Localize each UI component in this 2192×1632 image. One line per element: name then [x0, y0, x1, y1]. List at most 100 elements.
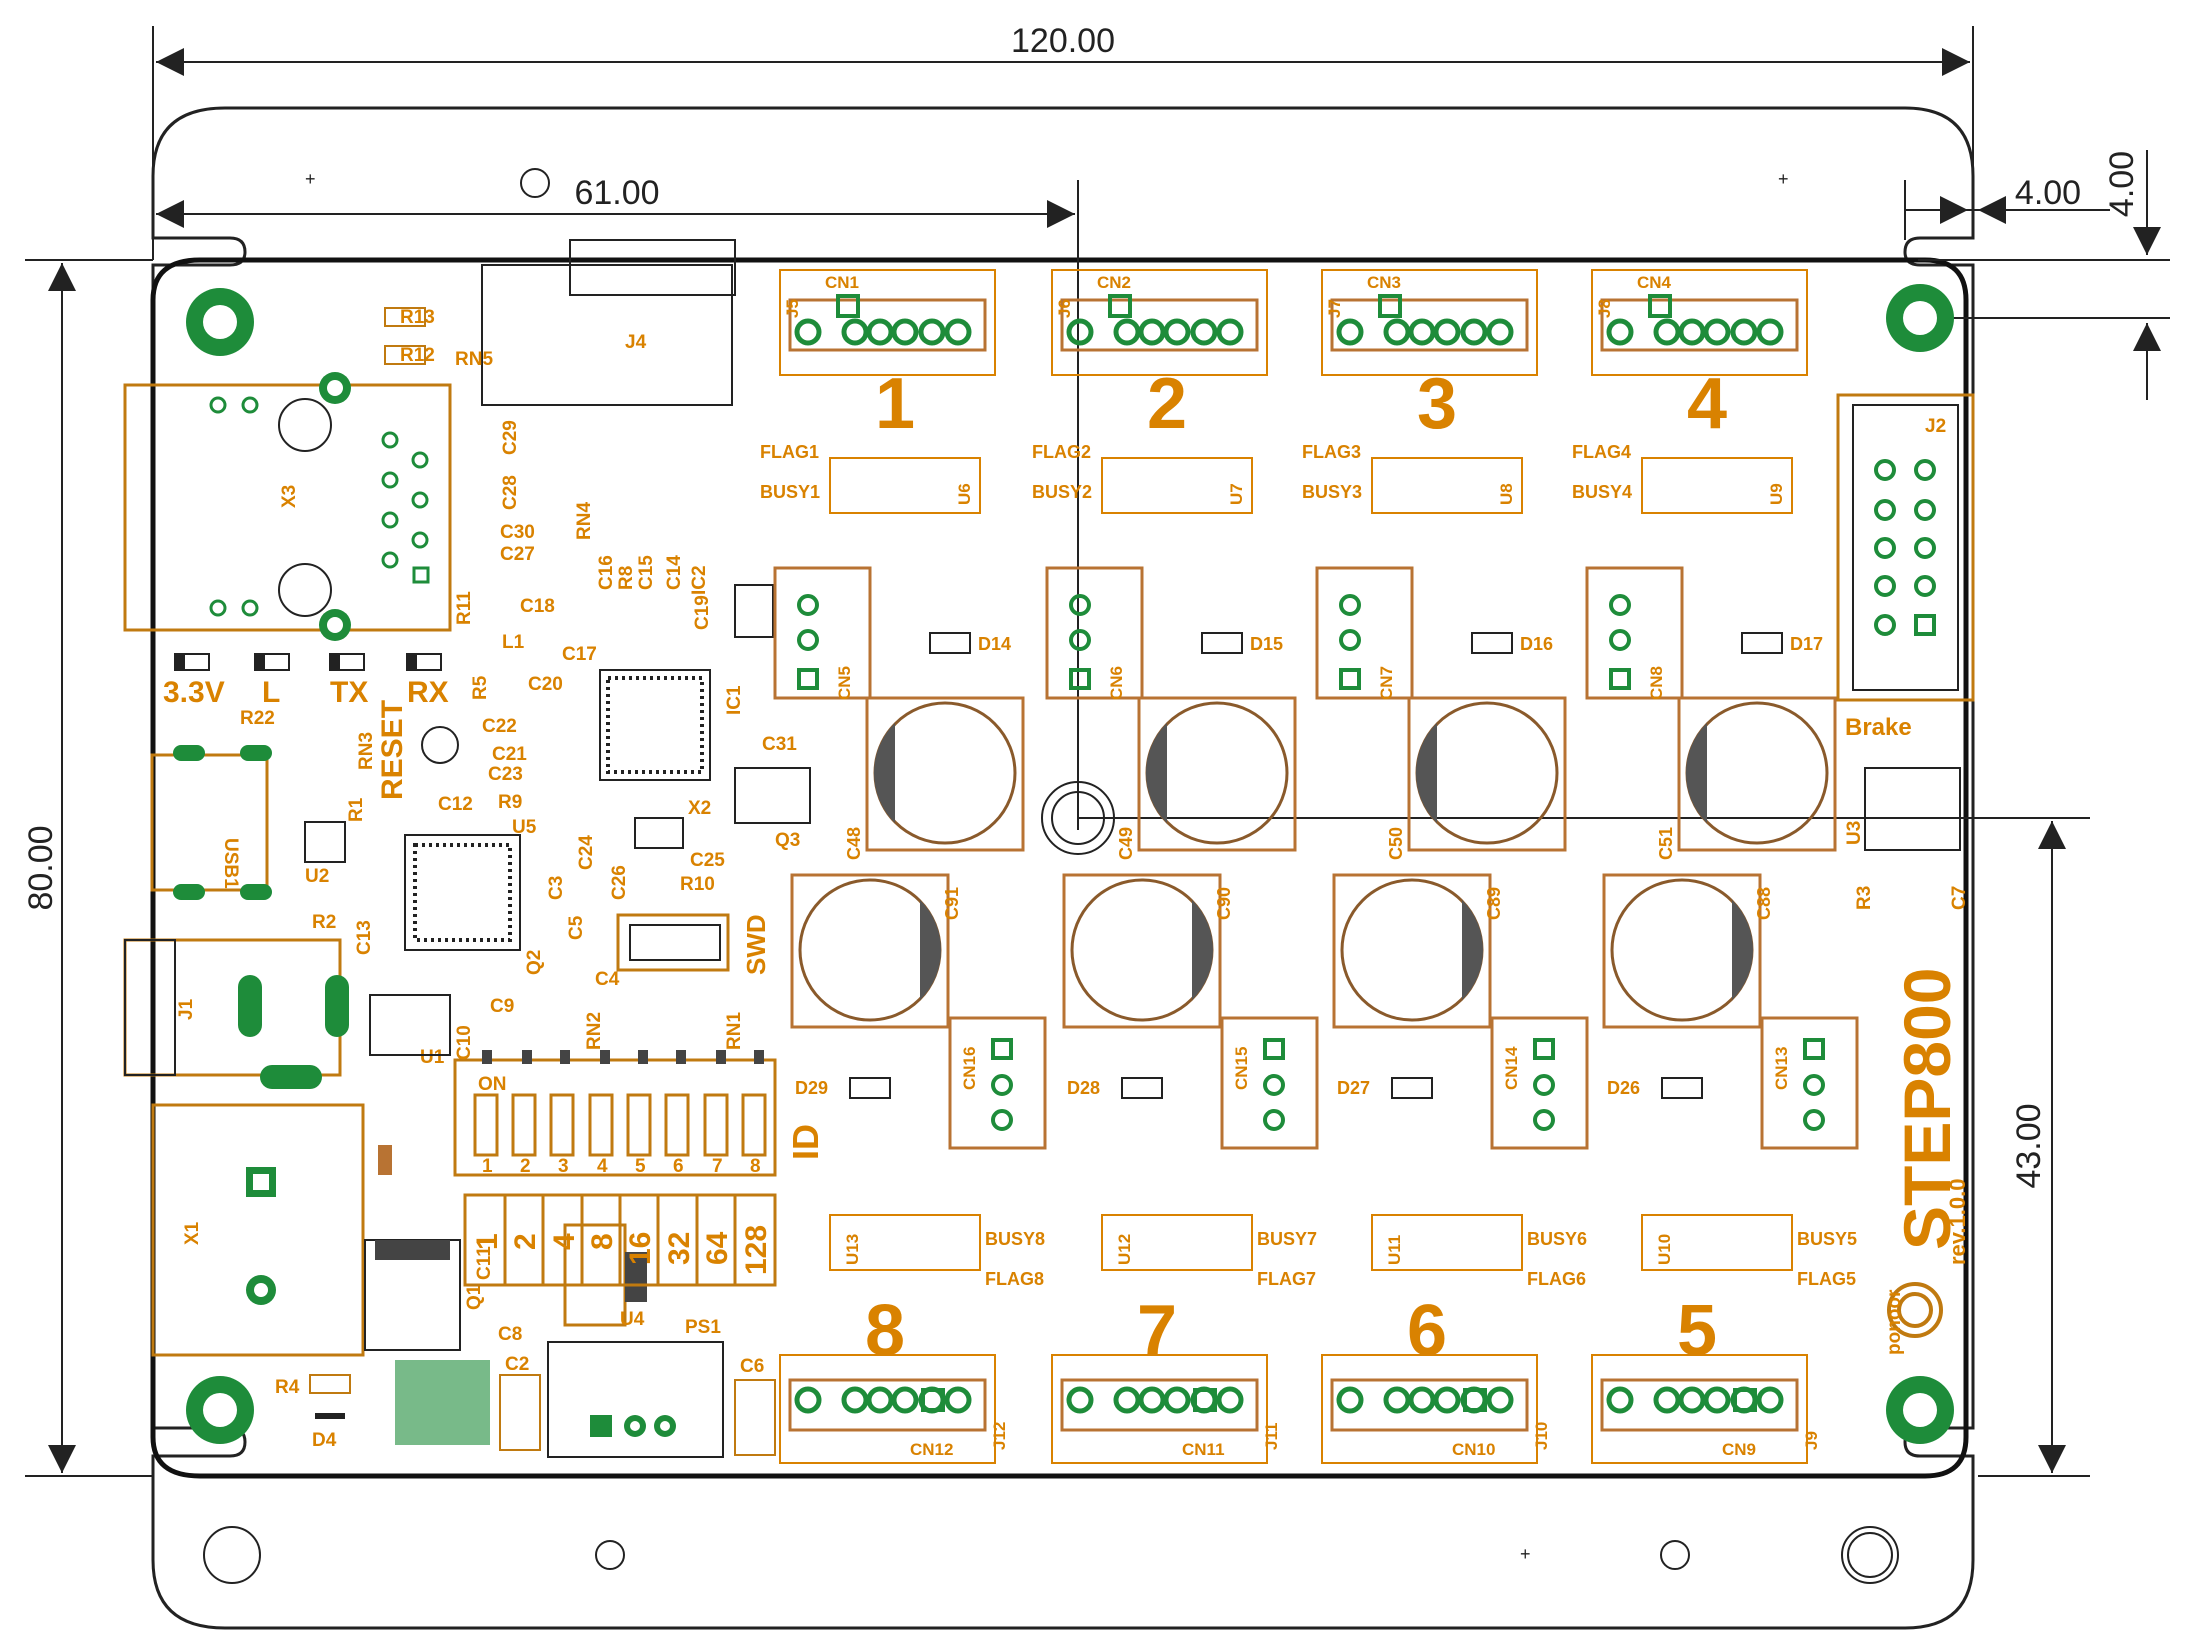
board-title: STEP800	[1890, 968, 1964, 1251]
driver-u11	[1371, 1214, 1523, 1271]
svg-text:5: 5	[635, 1156, 646, 1177]
capacitor-c48	[873, 701, 1017, 845]
connector-j6	[1051, 269, 1268, 376]
label-u3: U3	[1844, 821, 1865, 845]
driver-u10	[1641, 1214, 1793, 1271]
label-u2: U2	[305, 866, 329, 887]
dim-corner-y: 4.00	[2103, 151, 2141, 217]
connector-cn8	[1585, 566, 1684, 700]
label-q2: Q2	[524, 950, 545, 975]
mounting-holes: + + +	[186, 168, 1954, 1584]
label-c50: C50	[1386, 827, 1406, 860]
label-d15: D15	[1250, 634, 1283, 654]
channel-number-7: 7	[1137, 1291, 1177, 1371]
svg-text:3: 3	[558, 1156, 569, 1177]
enclosure-outline	[151, 106, 1975, 1630]
label-flag4: FLAG4	[1572, 442, 1631, 462]
label-j5: J5	[783, 299, 802, 318]
svg-text:7: 7	[712, 1156, 723, 1177]
dip-weight-1: 1	[471, 1233, 504, 1250]
dim-corner-x: 4.00	[2015, 174, 2081, 212]
label-c49: C49	[1116, 827, 1136, 860]
label-d27: D27	[1337, 1078, 1370, 1098]
label-r12: R12	[400, 345, 435, 366]
label-u13: U13	[843, 1234, 862, 1265]
led-label-3v3: 3.3V	[163, 676, 225, 709]
label-rn3: RN3	[356, 732, 377, 770]
label-q1: Q1	[464, 1284, 485, 1310]
label-d4: D4	[312, 1430, 337, 1451]
board-outline	[150, 257, 1969, 1479]
label-ic1: IC1	[724, 685, 745, 715]
label-d17: D17	[1790, 634, 1823, 654]
label-c4: C4	[595, 969, 620, 990]
label-c22: C22	[482, 716, 517, 737]
label-r2: R2	[312, 912, 336, 933]
label-c17: C17	[562, 644, 597, 665]
label-r13: R13	[400, 307, 435, 328]
label-c21: C21	[492, 744, 527, 765]
label-c30: C30	[500, 522, 535, 543]
channel-number-8: 8	[865, 1291, 905, 1371]
led-label-l: L	[262, 676, 280, 709]
channel-number-6: 6	[1407, 1291, 1447, 1371]
label-c3: C3	[546, 876, 567, 900]
label-usb1: USB1	[220, 838, 241, 889]
capacitor-c49	[1145, 701, 1289, 845]
capacitor-c50	[1415, 701, 1559, 845]
label-flag8: FLAG8	[985, 1269, 1044, 1289]
driver-u6	[829, 457, 981, 514]
dip-weight-64: 64	[701, 1231, 734, 1265]
label-c8: C8	[498, 1324, 522, 1345]
label-c25: C25	[690, 850, 725, 871]
label-c14: C14	[664, 555, 685, 590]
logo-text: ponoor	[1884, 1289, 1905, 1355]
svg-text:1: 1	[482, 1156, 493, 1177]
label-c9: C9	[490, 996, 514, 1017]
label-c10: C10	[454, 1025, 475, 1060]
label-cn14: CN14	[1502, 1046, 1521, 1090]
label-j12: J12	[990, 1422, 1009, 1450]
connector-j7	[1321, 269, 1538, 376]
dimension-lines	[25, 26, 2170, 1477]
label-c29: C29	[500, 420, 521, 455]
label-cn4: CN4	[1637, 273, 1672, 292]
label-r4: R4	[275, 1377, 300, 1398]
label-d28: D28	[1067, 1078, 1100, 1098]
label-c88: C88	[1754, 887, 1774, 920]
dip-weight-128: 128	[740, 1225, 773, 1275]
driver-u8	[1371, 457, 1523, 514]
label-c89: C89	[1484, 887, 1504, 920]
dip-weight-2: 2	[509, 1233, 542, 1250]
dip-weight-32: 32	[663, 1232, 696, 1265]
ethernet-jack: X3	[123, 372, 452, 641]
dip-weight-4: 4	[548, 1233, 581, 1250]
label-cn16: CN16	[960, 1047, 979, 1090]
label-c7: C7	[1949, 886, 1970, 910]
svg-text:+: +	[305, 169, 316, 189]
label-c24: C24	[576, 835, 597, 870]
connector-cn5	[773, 566, 872, 700]
svg-text:4: 4	[597, 1156, 608, 1177]
label-c26: C26	[609, 865, 630, 900]
label-busy3: BUSY3	[1302, 482, 1362, 502]
label-c90: C90	[1214, 887, 1234, 920]
label-l1: L1	[502, 632, 525, 653]
driver-u13	[829, 1214, 981, 1271]
label-c2: C2	[505, 1354, 529, 1375]
label-c51: C51	[1656, 827, 1676, 860]
label-cn10: CN10	[1452, 1440, 1495, 1459]
label-u9: U9	[1767, 483, 1786, 505]
label-busy4: BUSY4	[1572, 482, 1632, 502]
label-busy5: BUSY5	[1797, 1229, 1857, 1249]
channel-number-3: 3	[1417, 364, 1457, 444]
label-flag3: FLAG3	[1302, 442, 1361, 462]
label-c13: C13	[354, 920, 375, 955]
label-j11: J11	[1262, 1423, 1281, 1450]
label-c23: C23	[488, 764, 523, 785]
svg-text:8: 8	[750, 1156, 761, 1177]
